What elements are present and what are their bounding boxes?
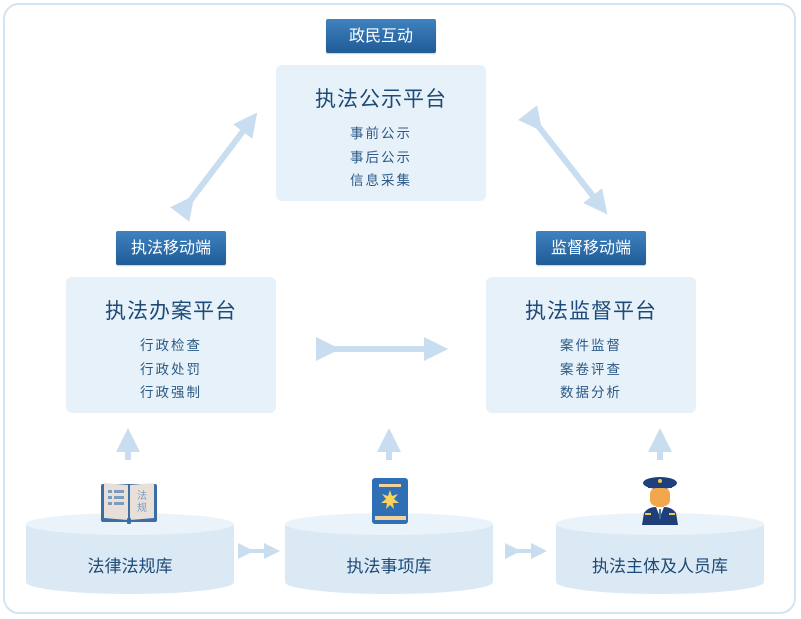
- platform-item: 数据分析: [560, 385, 622, 401]
- svg-text:规: 规: [137, 501, 147, 514]
- panel-disclosure-platform: 执法公示平台 事前公示 事后公示 信息采集: [276, 65, 486, 201]
- cylinder-shape: [285, 513, 493, 594]
- svg-text:法: 法: [137, 489, 147, 502]
- law-book-icon: 法 规: [101, 483, 157, 524]
- platform-title: 执法办案平台: [105, 299, 237, 323]
- platform-title: 执法监督平台: [525, 299, 657, 323]
- arrow-top-right: [518, 105, 608, 215]
- platform-item: 行政检查: [140, 338, 202, 354]
- platform-item: 事后公示: [350, 149, 412, 166]
- badge-enforcement-mobile: 执法移动端: [116, 231, 226, 265]
- platform-item: 案件监督: [560, 338, 622, 354]
- platform-item: 行政强制: [140, 385, 202, 401]
- panel-case-handling-platform: 执法办案平台 行政检查 行政处罚 行政强制: [66, 277, 276, 413]
- platform-title: 执法公示平台: [315, 87, 447, 111]
- panel-supervision-platform: 执法监督平台 案件监督 案卷评查 数据分析: [486, 277, 696, 413]
- database-label: 执法事项库: [346, 557, 432, 577]
- database-label: 法律法规库: [87, 557, 173, 577]
- platform-item: 信息采集: [350, 173, 412, 189]
- database-enforcement-items: 执法事项库: [285, 512, 493, 596]
- diagram-frame: [3, 3, 796, 614]
- badge-supervision-mobile: 监督移动端: [536, 231, 646, 265]
- platform-item: 行政处罚: [140, 361, 202, 378]
- database-personnel: 执法主体及人员库: [556, 512, 764, 596]
- database-label: 执法主体及人员库: [592, 557, 728, 577]
- badge-citizen-interaction: 政民互动: [326, 19, 436, 53]
- officer-icon: [642, 477, 678, 525]
- platform-item: 事前公示: [350, 126, 412, 142]
- item-book-icon: [372, 478, 408, 524]
- arrow-left-top: [170, 112, 258, 222]
- platform-item: 案卷评查: [560, 361, 622, 378]
